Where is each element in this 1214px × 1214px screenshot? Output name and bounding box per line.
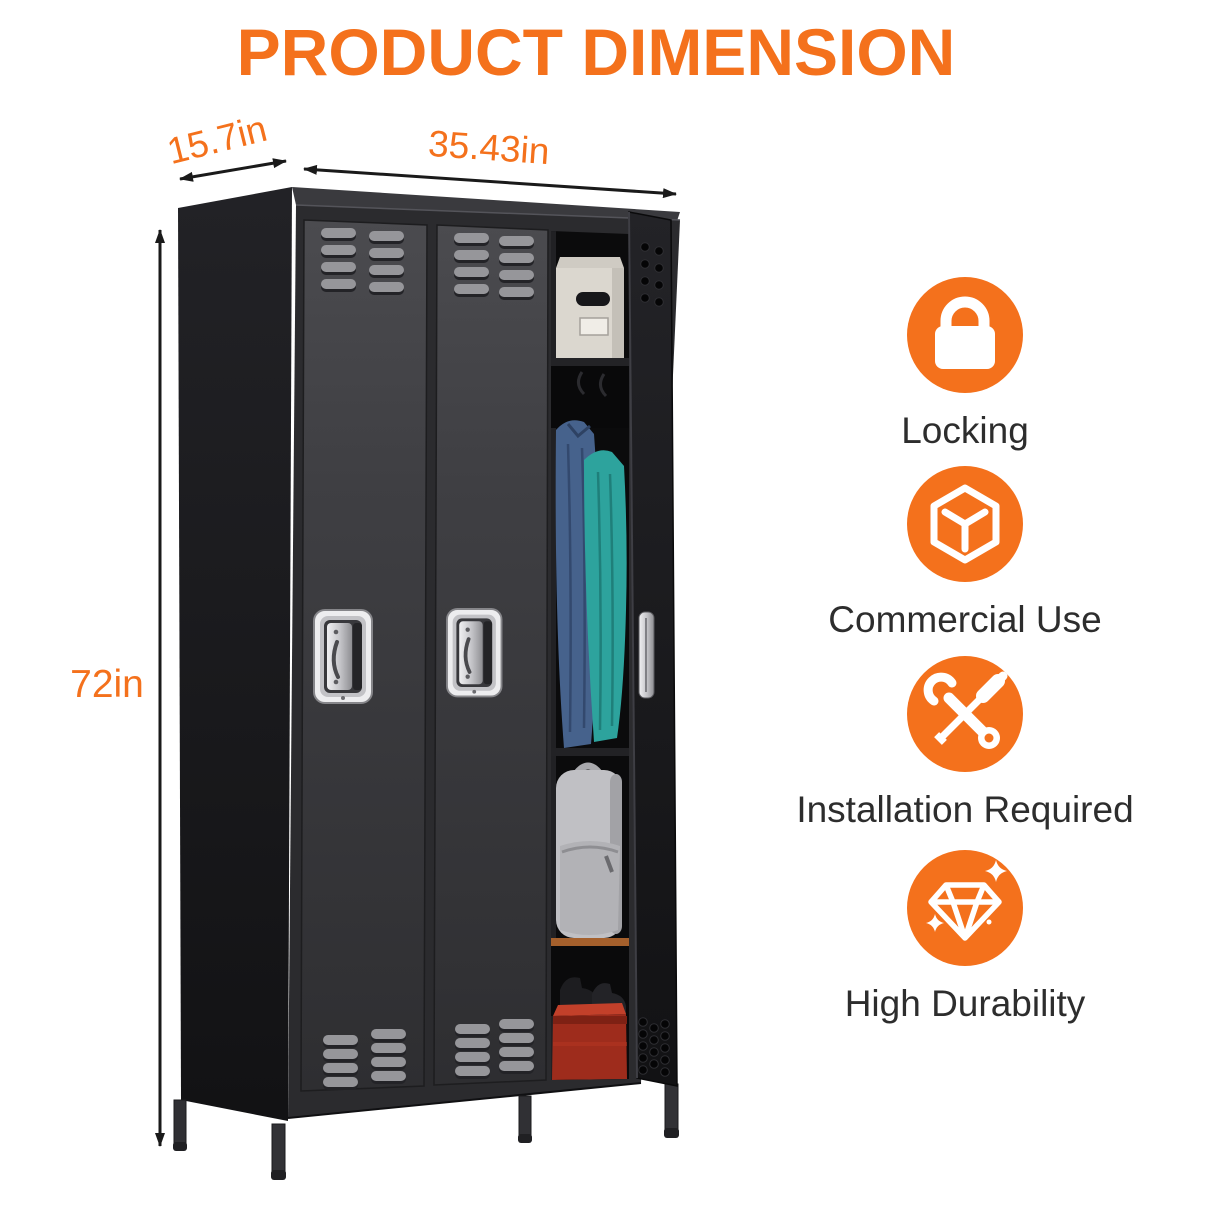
locker-illustration: 15.7in 35.43in 72in: [70, 108, 681, 1180]
feature-installation-required: Installation Required: [755, 654, 1175, 831]
lock-icon: [905, 275, 1025, 395]
width-arrow: [303, 164, 677, 199]
locker-door-1: [300, 219, 428, 1092]
hanger-hooks: [577, 371, 608, 398]
leg-front-right: [664, 1083, 679, 1138]
page-title: PRODUCT DIMENSION: [236, 15, 956, 89]
diamond-icon: [905, 848, 1025, 968]
depth-dimension-label: 15.7in: [163, 108, 271, 172]
feature-label-commercial-use: Commercial Use: [828, 599, 1102, 640]
cube-icon: [905, 464, 1025, 584]
open-compartment: [551, 231, 629, 1080]
door-1-handle: [312, 608, 374, 705]
open-door: [628, 211, 678, 1087]
leg-back-left: [173, 1099, 187, 1151]
backpack: [556, 762, 622, 938]
feature-locking: Locking: [755, 275, 1175, 452]
width-dimension-label: 35.43in: [427, 123, 551, 172]
red-bin: [552, 1003, 627, 1080]
locker-side-panel: [178, 187, 292, 1121]
feature-high-durability: High Durability: [755, 848, 1175, 1025]
feature-commercial-use: Commercial Use: [755, 464, 1175, 641]
locker-cabinet: [173, 187, 681, 1180]
open-door-handle: [638, 611, 655, 699]
locker-door-2: [433, 224, 549, 1086]
locker-legs: [173, 1083, 679, 1180]
leg-front-middle: [518, 1095, 532, 1143]
tools-icon: [905, 654, 1025, 774]
leg-front-left: [271, 1123, 286, 1180]
door-2-handle: [445, 607, 504, 699]
feature-label-high-durability: High Durability: [844, 983, 1086, 1024]
storage-box: [556, 257, 624, 358]
hanging-clothes: [555, 420, 627, 748]
depth-arrow: [179, 158, 287, 182]
feature-label-locking: Locking: [901, 410, 1029, 451]
height-dimension-label: 72in: [70, 663, 144, 706]
feature-label-installation-required: Installation Required: [796, 789, 1134, 830]
